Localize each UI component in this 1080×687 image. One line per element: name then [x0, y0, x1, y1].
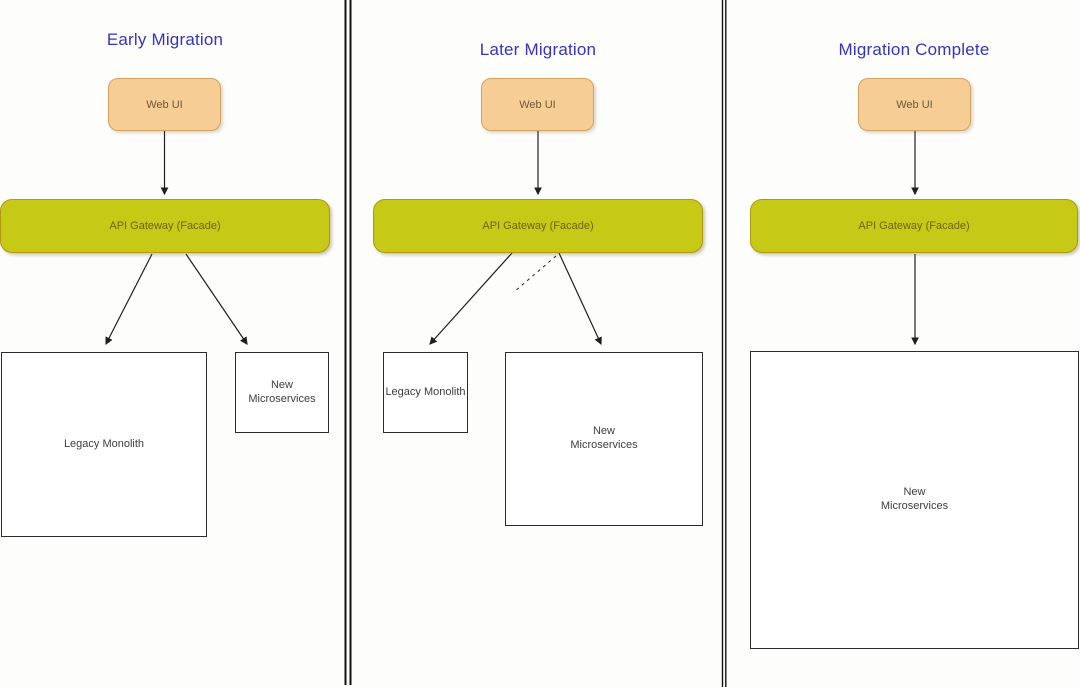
panel-title-migration-complete: Migration Complete: [838, 40, 990, 59]
panel-divider-2: [721, 0, 727, 687]
arrow-gateway-to-microservices: [185, 253, 248, 345]
api-gateway-node: API Gateway (Facade): [373, 199, 703, 253]
legacy-monolith-node: Legacy Monolith: [383, 352, 468, 433]
arrow-gateway-to-legacy: [429, 252, 513, 345]
panel-title-early-migration: Early Migration: [106, 30, 224, 49]
new-microservices-node: New Microservices: [235, 352, 329, 433]
web-ui-node: Web UI: [481, 78, 594, 131]
new-microservices-node: New Microservices: [750, 351, 1079, 649]
arrow-gateway-to-microservices: [558, 252, 602, 346]
arrow-gateway-to-legacy: [105, 253, 153, 346]
dashed-fading-legacy-link: [513, 255, 557, 293]
legacy-monolith-node: Legacy Monolith: [1, 352, 207, 537]
new-microservices-node: New Microservices: [505, 352, 703, 526]
api-gateway-node: API Gateway (Facade): [750, 199, 1078, 253]
web-ui-node: Web UI: [108, 78, 221, 131]
web-ui-node: Web UI: [858, 78, 971, 131]
panel-divider-1: [344, 0, 352, 685]
panel-title-later-migration: Later Migration: [479, 40, 597, 59]
api-gateway-node: API Gateway (Facade): [0, 199, 330, 253]
